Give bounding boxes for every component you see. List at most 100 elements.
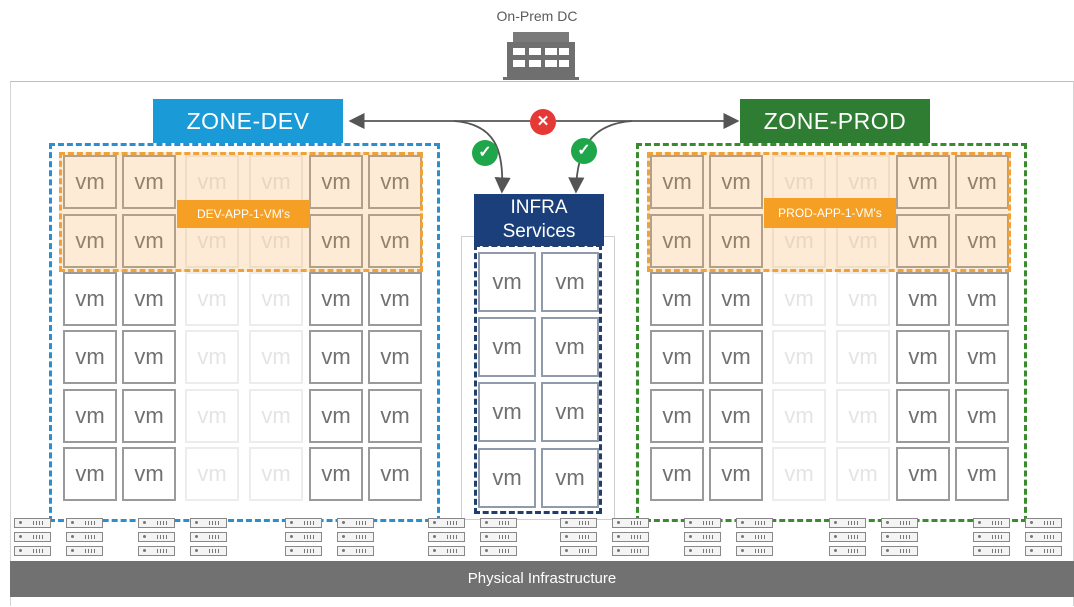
building-icon	[503, 32, 579, 80]
dev-vm: vm	[122, 389, 176, 443]
dev-vm: vm	[368, 447, 422, 501]
prod-vm: vm	[896, 214, 950, 268]
server-icon	[14, 532, 51, 542]
dev-vm: vm	[185, 389, 239, 443]
prod-vm: vm	[709, 155, 763, 209]
x-circle-icon: ✕	[530, 109, 556, 135]
prod-vm: vm	[896, 155, 950, 209]
server-icon	[14, 546, 51, 556]
server-icon	[138, 518, 175, 528]
dev-vm: vm	[185, 214, 239, 268]
prod-vm: vm	[650, 447, 704, 501]
server-icon	[14, 518, 51, 528]
dev-app-group-label: DEV-APP-1-VM's	[177, 200, 310, 228]
infra-label-line2: Services	[502, 221, 576, 242]
infra-vm: vm	[541, 252, 599, 312]
dev-vm: vm	[368, 330, 422, 384]
prod-vm: vm	[772, 272, 826, 326]
server-icon	[560, 546, 597, 556]
server-icon	[138, 532, 175, 542]
server-icon	[1025, 532, 1062, 542]
dev-vm: vm	[309, 389, 363, 443]
server-icon	[138, 546, 175, 556]
prod-vm: vm	[955, 155, 1009, 209]
prod-vm: vm	[650, 389, 704, 443]
prod-vm: vm	[955, 330, 1009, 384]
dev-vm: vm	[63, 447, 117, 501]
server-icon	[684, 518, 721, 528]
dev-vm: vm	[368, 389, 422, 443]
prod-vm: vm	[896, 272, 950, 326]
server-icon	[285, 546, 322, 556]
dev-vm: vm	[185, 155, 239, 209]
infra-label-line1: INFRA	[510, 197, 568, 218]
prod-vm: vm	[650, 330, 704, 384]
prod-vm: vm	[709, 330, 763, 384]
prod-vm: vm	[709, 272, 763, 326]
infra-vm: vm	[541, 382, 599, 442]
server-icon	[973, 546, 1010, 556]
server-icon	[881, 532, 918, 542]
server-icon	[66, 518, 103, 528]
dev-vm: vm	[309, 214, 363, 268]
dev-vm: vm	[249, 389, 303, 443]
server-icon	[881, 546, 918, 556]
server-icon	[684, 546, 721, 556]
server-icon	[829, 546, 866, 556]
server-icon	[428, 546, 465, 556]
server-icon	[684, 532, 721, 542]
datacenter-title: On-Prem DC	[496, 8, 578, 24]
prod-vm: vm	[955, 447, 1009, 501]
server-icon	[285, 532, 322, 542]
server-icon	[829, 518, 866, 528]
dev-vm: vm	[249, 330, 303, 384]
prod-app-group-label: PROD-APP-1-VM's	[764, 198, 896, 228]
server-icon	[736, 518, 773, 528]
server-icon	[66, 532, 103, 542]
server-icon	[612, 532, 649, 542]
server-icon	[337, 518, 374, 528]
prod-vm: vm	[896, 330, 950, 384]
dev-vm: vm	[185, 330, 239, 384]
prod-vm: vm	[836, 330, 890, 384]
server-icon	[736, 546, 773, 556]
server-icon	[428, 518, 465, 528]
server-icon	[480, 546, 517, 556]
dev-vm: vm	[122, 330, 176, 384]
dev-vm: vm	[309, 272, 363, 326]
zone-dev-label: ZONE-DEV	[153, 99, 343, 143]
prod-vm: vm	[836, 389, 890, 443]
server-icon	[1025, 518, 1062, 528]
dev-vm: vm	[309, 447, 363, 501]
dev-vm: vm	[122, 155, 176, 209]
infra-vm: vm	[541, 317, 599, 377]
dev-vm: vm	[63, 214, 117, 268]
server-icon	[560, 532, 597, 542]
server-icon	[190, 518, 227, 528]
server-icon	[480, 518, 517, 528]
dev-vm: vm	[122, 447, 176, 501]
infra-vm: vm	[541, 448, 599, 508]
server-icon	[337, 532, 374, 542]
dev-vm: vm	[368, 272, 422, 326]
server-icon	[285, 518, 322, 528]
prod-vm: vm	[955, 214, 1009, 268]
infra-vm: vm	[478, 252, 536, 312]
dev-vm: vm	[63, 272, 117, 326]
prod-vm: vm	[836, 447, 890, 501]
dev-vm: vm	[309, 330, 363, 384]
dev-vm: vm	[63, 389, 117, 443]
server-icon	[1025, 546, 1062, 556]
dev-vm: vm	[249, 447, 303, 501]
server-icon	[612, 518, 649, 528]
server-icon	[190, 532, 227, 542]
physical-infrastructure-bar: Physical Infrastructure	[10, 561, 1074, 597]
prod-vm: vm	[836, 272, 890, 326]
prod-vm: vm	[650, 214, 704, 268]
server-icon	[973, 532, 1010, 542]
server-icon	[973, 518, 1010, 528]
dev-vm: vm	[249, 272, 303, 326]
prod-vm: vm	[650, 272, 704, 326]
dev-vm: vm	[309, 155, 363, 209]
server-icon	[428, 532, 465, 542]
